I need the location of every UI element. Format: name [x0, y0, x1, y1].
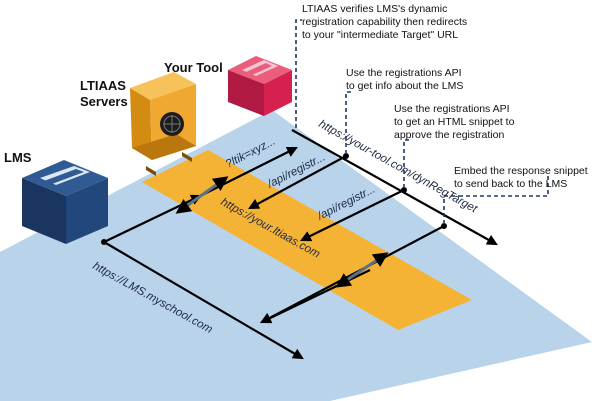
- annotation-1-line2: registration capability then redirects: [302, 16, 467, 28]
- callout-line-4: [443, 195, 462, 224]
- lms-dot: [101, 239, 107, 245]
- tool-dot1: [343, 153, 349, 159]
- callout-line-1: [295, 19, 302, 128]
- annotation-3-line1: Use the registrations API: [394, 103, 510, 115]
- annotation-2-line1: Use the registrations API: [346, 67, 462, 79]
- tool-to-ltiaas-arrow2: [300, 189, 405, 242]
- annotation-2-line2: to get info about the LMS: [346, 80, 463, 92]
- annotation-4-line1: Embed the response snippet: [454, 165, 588, 177]
- ltiaas-label-line2: Servers: [80, 94, 128, 109]
- callout-line-4b: [462, 176, 549, 197]
- annotation-3-line3: approve the registration: [394, 129, 504, 141]
- annotation-1-line3: to your "intermediate Target" URL: [302, 29, 458, 41]
- callout-line-3: [403, 139, 412, 188]
- tool-label: Your Tool: [164, 60, 223, 75]
- lane-arrow-1: [175, 176, 229, 214]
- tool-dot3: [441, 223, 447, 229]
- lms-lifeline: [103, 241, 304, 360]
- annotation-3-line2: to get an HTML snippet to: [394, 116, 515, 128]
- lms-box-icon: [22, 160, 108, 244]
- tool-lifeline: [291, 129, 498, 246]
- tool-box-icon: [228, 56, 292, 116]
- lms-label: LMS: [4, 150, 32, 165]
- ltiaas-label-line1: LTIAAS: [80, 78, 126, 93]
- lane-arrow-2: [335, 252, 389, 288]
- ltiaas-server-icon: [130, 72, 196, 176]
- annotation-1-line1: LTIAAS verifies LMS's dynamic: [302, 3, 447, 15]
- tool-to-ltiaas-arrow1: [248, 155, 347, 210]
- annotation-4-line2: to send back to the LMS: [454, 178, 567, 190]
- tool-dot2: [401, 187, 407, 193]
